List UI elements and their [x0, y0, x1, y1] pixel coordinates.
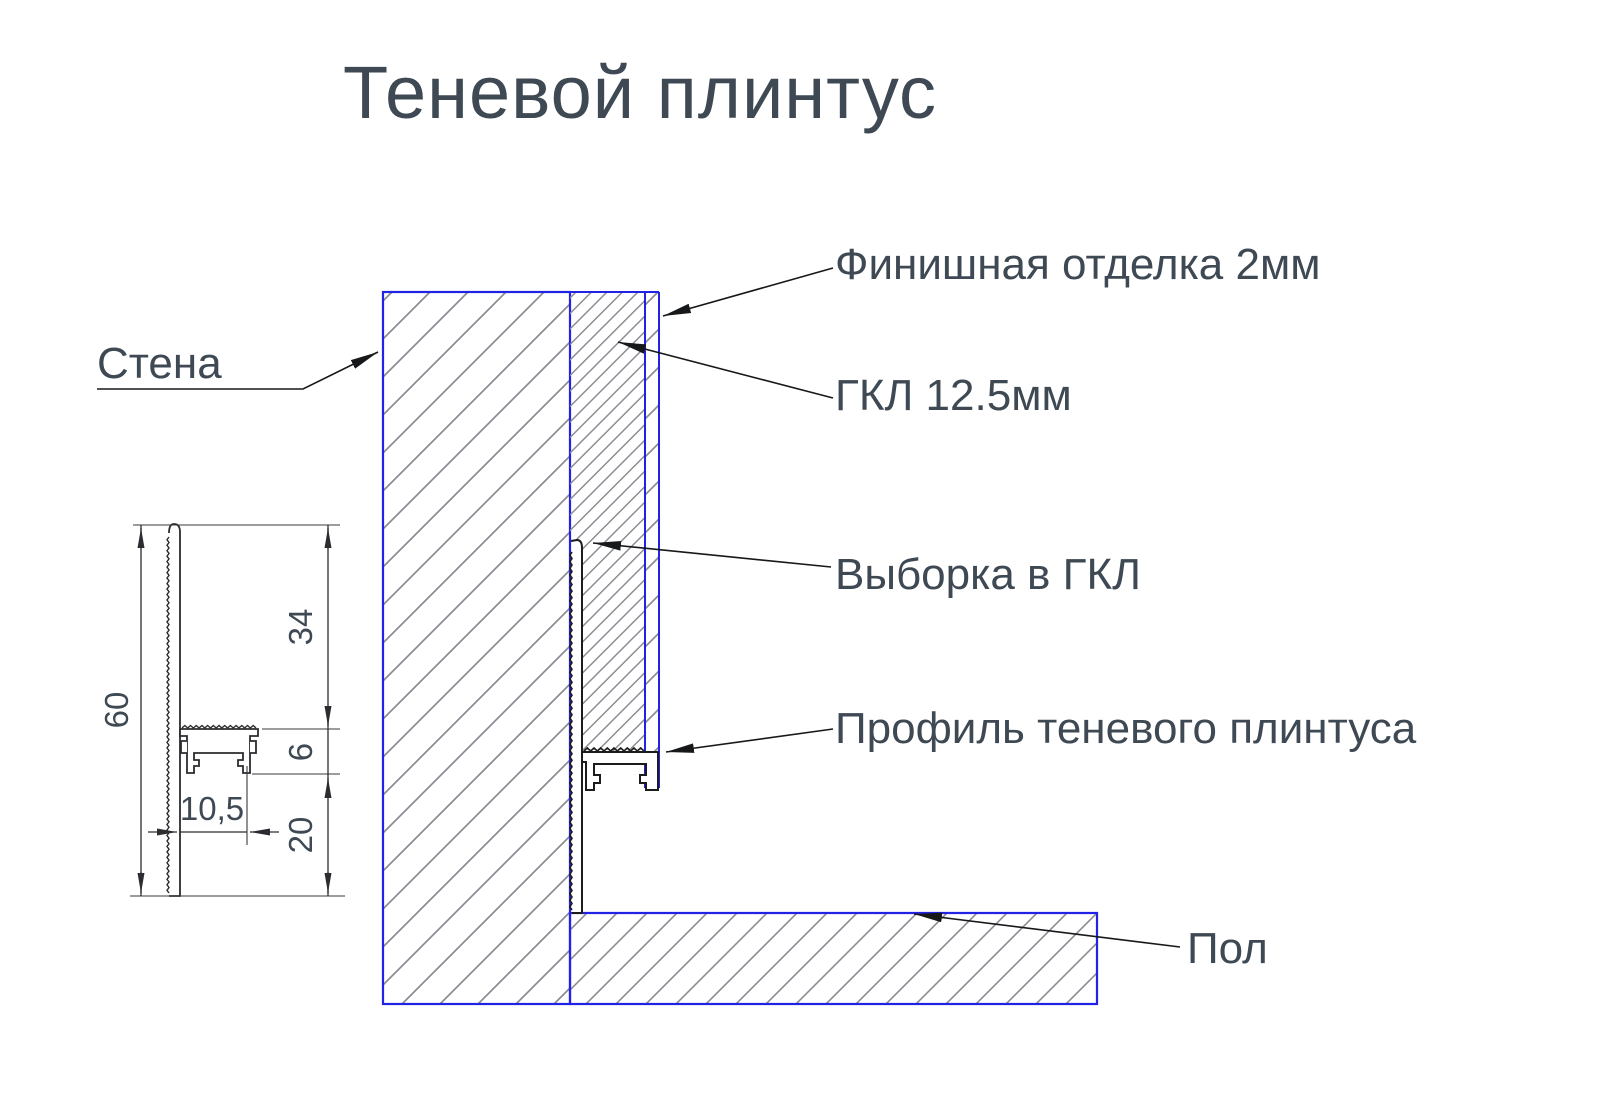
profile-leg-fill [572, 540, 582, 913]
profile-leg-outline [570, 538, 583, 914]
wall-leader [97, 351, 379, 390]
dim-20-text: 20 [282, 817, 319, 854]
gkl-leader [617, 341, 834, 399]
callouts: Стена Финишная отделка 2мм ГКЛ 12.5мм Вы… [97, 240, 1417, 973]
wall-hatch [383, 292, 570, 1004]
detail-channel [179, 728, 259, 774]
finish-label: Финишная отделка 2мм [835, 240, 1320, 289]
extension-lines [130, 524, 345, 897]
finish-leader [662, 267, 834, 317]
dim-6-text: 6 [282, 743, 319, 761]
page-title: Теневой плинтус [343, 51, 937, 134]
detail-leg-knurl [166, 536, 170, 894]
profile-leg-knurl [568, 551, 573, 911]
gkl-hatch [570, 292, 645, 752]
cutout-label: Выборка в ГКЛ [835, 550, 1141, 599]
detail-leg-outline [168, 523, 181, 897]
wall-label: Стена [97, 339, 222, 388]
detail-channel-clips [180, 740, 257, 754]
floor-outline [568, 911, 1099, 1006]
detail-flange-serration [181, 724, 257, 729]
floor-leader [913, 912, 1181, 948]
profile-detail-view: 60 34 6 20 10,5 [98, 523, 345, 897]
profile-label: Профиль теневого плинтуса [835, 704, 1417, 753]
dim-10-5-text: 10,5 [180, 790, 244, 827]
profile-leader [665, 728, 834, 753]
finish-layer-hatch [645, 292, 659, 788]
floor-label: Пол [1187, 924, 1268, 973]
floor-hatch [570, 913, 1097, 1004]
profile-channel [581, 751, 659, 791]
gkl-label: ГКЛ 12.5мм [835, 371, 1072, 420]
dim-10-5: 10,5 [148, 790, 279, 836]
cutout-leader [592, 541, 832, 568]
main-section [381, 290, 1099, 1006]
dim-60-text: 60 [98, 692, 135, 729]
profile-flange-serration [583, 746, 645, 753]
dim-34-text: 34 [282, 609, 319, 646]
dim-60: 60 [98, 525, 145, 896]
skirting-profile [568, 538, 659, 914]
dim-right-stack: 34 6 20 [282, 525, 332, 896]
